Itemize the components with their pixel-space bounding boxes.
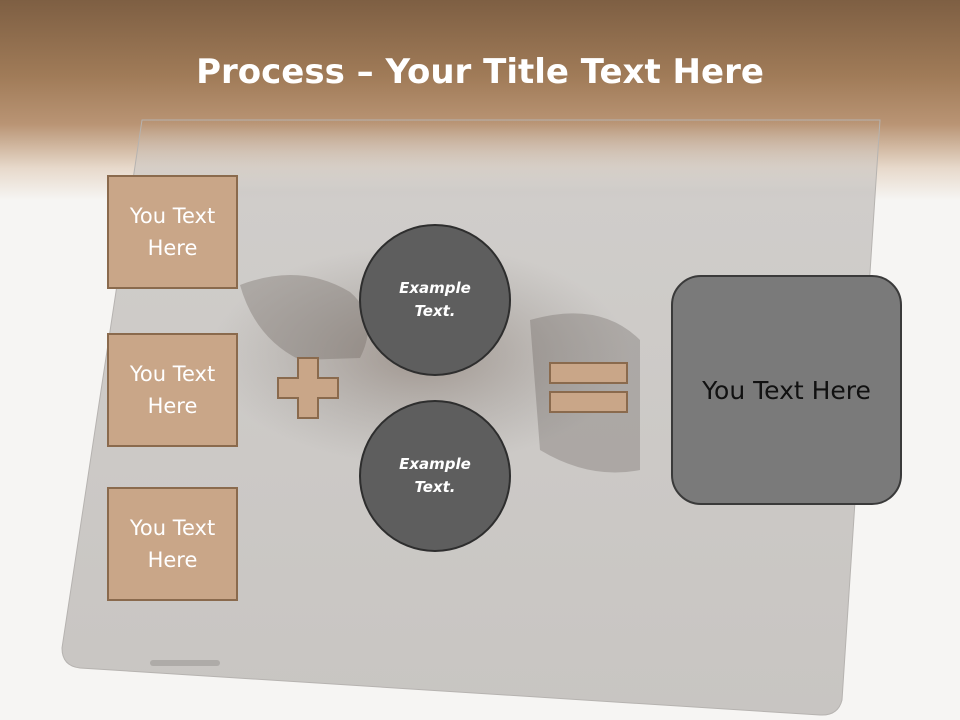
circle-label: Example Text.: [399, 279, 471, 320]
input-box-3: You Text Here: [107, 487, 238, 601]
input-box-2: You Text Here: [107, 333, 238, 447]
example-circle-1: Example Text.: [359, 224, 511, 376]
result-label: You Text Here: [702, 375, 871, 405]
example-circle-2: Example Text.: [359, 400, 511, 552]
plus-icon: [277, 357, 339, 419]
input-box-1: You Text Here: [107, 175, 238, 289]
input-box-label: You Text Here: [129, 362, 216, 418]
input-box-label: You Text Here: [129, 516, 216, 572]
circle-label: Example Text.: [399, 455, 471, 496]
input-box-label: You Text Here: [129, 204, 216, 260]
equals-icon: [549, 362, 628, 413]
result-box: You Text Here: [671, 275, 902, 505]
slide-title: Process – Your Title Text Here: [0, 52, 960, 92]
title-bold-part: Process: [196, 52, 345, 92]
title-rest-part: – Your Title Text Here: [344, 52, 764, 92]
